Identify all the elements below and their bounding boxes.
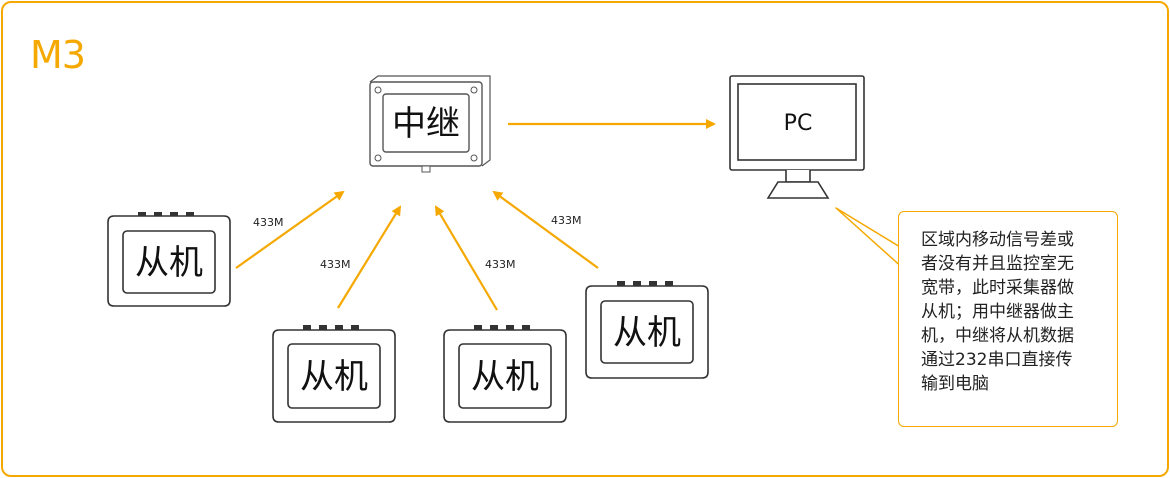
diagram-title: M3 (30, 33, 86, 77)
link-arrow-slave2-repeater (337, 205, 402, 309)
pc-label: PC (784, 111, 813, 136)
slave-label-2: 从机 (300, 357, 368, 397)
pc-monitor: PC (729, 75, 865, 199)
link-arrow-slave1-repeater (235, 190, 345, 269)
slave-label-4: 从机 (613, 313, 681, 353)
slave-label-3: 从机 (471, 357, 539, 397)
link-label-2: 433M (320, 258, 351, 271)
link-arrow-slave4-repeater (492, 190, 599, 269)
slave-device-3: 从机 (443, 325, 567, 423)
link-label-1: 433M (253, 216, 284, 229)
link-arrow-slave3-repeater (434, 205, 498, 311)
slave-device-4: 从机 (585, 281, 709, 379)
callout-pointer (835, 207, 906, 271)
repeater-device: 中继 (369, 75, 491, 173)
link-label-3: 433M (485, 258, 516, 271)
link-label-4: 433M (551, 214, 582, 227)
slave-label-1: 从机 (135, 243, 203, 283)
repeater-label: 中继 (392, 104, 460, 144)
explanation-text: 区域内移动信号差或 者没有并且监控室无 宽带，此时采集器做 从机；用中继器做主 … (921, 230, 1074, 394)
slave-device-2: 从机 (272, 325, 396, 423)
explanation-callout: 区域内移动信号差或 者没有并且监控室无 宽带，此时采集器做 从机；用中继器做主 … (898, 211, 1118, 427)
slave-device-1: 从机 (107, 212, 231, 307)
